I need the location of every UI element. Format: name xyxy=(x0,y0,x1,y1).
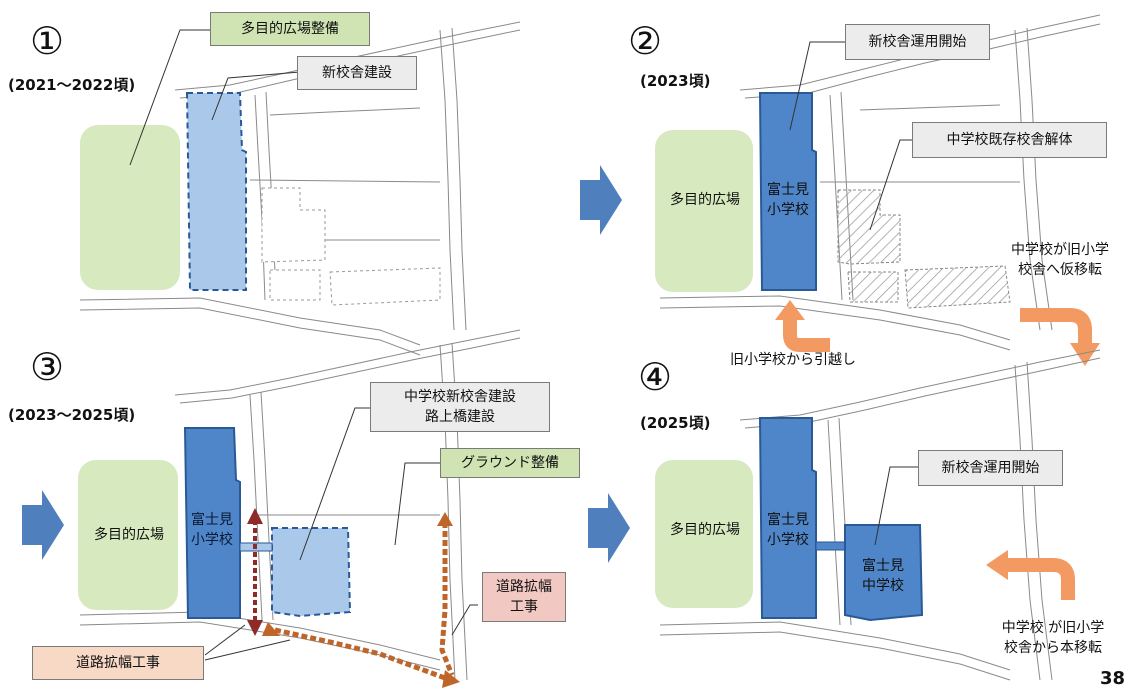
panel2-move-arrow-left xyxy=(783,318,830,352)
panel3-callout-road-line2: 工事 xyxy=(510,599,538,615)
panel4-school-line1: 富士見 xyxy=(767,512,809,528)
panel3-callout-jhs-building: 中学校新校舎建設 路上橋建設 xyxy=(370,382,550,432)
panel4-jhs-line1: 富士見 xyxy=(862,558,904,574)
panel3-new-jhs-building xyxy=(271,527,352,618)
panel1-period: (2021～2022頃) xyxy=(8,76,136,94)
panel3-callout-road-line1: 道路拡幅 xyxy=(496,579,552,595)
panel3-school-label: 富士見 小学校 xyxy=(186,510,238,550)
panel3-school-line2: 小学校 xyxy=(191,532,233,548)
panel4-period: (2025頃) xyxy=(640,414,711,432)
panel2-callout-new-building-open: 新校舎運用開始 xyxy=(845,24,990,60)
panel3-school-line1: 富士見 xyxy=(191,512,233,528)
panel3-callout-jhs-line2: 路上橋建設 xyxy=(425,409,495,425)
panel2-move-from-label: 旧小学校から引越し xyxy=(730,352,856,368)
panel4-callout-new-building-open: 新校舎運用開始 xyxy=(918,450,1063,486)
panel4-fujimi-elementary xyxy=(758,417,817,619)
panel2-move-note-line2: 校舎へ仮移転 xyxy=(1018,262,1102,278)
panel4-school-label: 富士見 小学校 xyxy=(762,510,814,550)
panel1-callout-new-building: 新校舎建設 xyxy=(297,56,417,90)
panel2-school-line1: 富士見 xyxy=(767,182,809,198)
panel2-period: (2023頃) xyxy=(640,72,711,90)
panel2-school-line2: 小学校 xyxy=(767,202,809,218)
panel1-number: ① xyxy=(30,19,65,63)
panel4-pedestrian-bridge xyxy=(815,541,847,551)
panel3-callout-road-widening-2: 道路拡幅工事 xyxy=(32,646,204,680)
panel4-jhs-line2: 中学校 xyxy=(862,578,904,594)
flow-arrow-1-to-2 xyxy=(580,165,622,235)
panel2-move-arrow-right xyxy=(1020,308,1092,345)
leader-lines xyxy=(129,29,918,661)
panel3-period: (2023～2025頃) xyxy=(8,406,136,424)
panel2-demolition-buildings xyxy=(837,189,1011,309)
panel2-fujimi-elementary xyxy=(758,92,817,291)
flow-arrow-3-to-4 xyxy=(588,493,630,563)
panel2-number: ② xyxy=(628,19,663,63)
panel2-school-label: 富士見 小学校 xyxy=(762,180,814,220)
panel3-plaza-label: 多目的広場 xyxy=(94,527,164,543)
panel3-callout-jhs-line1: 中学校新校舎建設 xyxy=(404,389,516,405)
page-number: 38 xyxy=(1100,668,1126,689)
panel4-move-arrow xyxy=(1005,558,1075,600)
panel3-fujimi-elementary xyxy=(183,427,241,619)
panel4-school-line2: 小学校 xyxy=(767,532,809,548)
panel4-fujimi-jhs xyxy=(844,524,924,622)
panel2-move-note-line1: 中学校が旧小学 xyxy=(1011,242,1109,258)
panel3-callout-road-widening: 道路拡幅 工事 xyxy=(482,572,566,622)
panel2-plaza-area xyxy=(655,130,753,292)
panel2-plaza-label: 多目的広場 xyxy=(670,192,740,208)
panel4-move-arrowhead xyxy=(986,550,1008,580)
panel4-move-note-line2: 校舎から本移転 xyxy=(1004,640,1102,656)
panel3-plaza-area xyxy=(78,460,178,610)
panel2-move-arrowhead-right xyxy=(1070,343,1100,366)
panel1-existing-buildings xyxy=(261,187,441,306)
panel3-road-work xyxy=(247,508,460,688)
panel4-jhs-label: 富士見 中学校 xyxy=(852,556,914,596)
flow-arrows xyxy=(22,165,630,563)
panel1-callout-plaza: 多目的広場整備 xyxy=(210,12,370,46)
flow-arrow-2-to-3 xyxy=(22,490,64,560)
panel2-move-arrowhead-left xyxy=(775,300,805,320)
panel3-number: ③ xyxy=(30,345,65,389)
panel4-move-note: 中学校 が旧小学 校舎から本移転 xyxy=(988,618,1118,658)
panel3-callout-ground: グラウンド整備 xyxy=(440,448,580,478)
panel2-callout-demolition: 中学校既存校舎解体 xyxy=(912,122,1107,158)
panel4-number: ④ xyxy=(638,355,673,399)
panel4-plaza-area xyxy=(655,460,753,608)
panel4-plaza-label: 多目的広場 xyxy=(670,522,740,538)
panel1-new-building xyxy=(185,92,247,291)
panel1-plaza-area xyxy=(80,125,180,290)
panel2-move-note: 中学校が旧小学 校舎へ仮移転 xyxy=(995,240,1125,280)
panel4-move-note-line1: 中学校 が旧小学 xyxy=(1001,620,1105,636)
